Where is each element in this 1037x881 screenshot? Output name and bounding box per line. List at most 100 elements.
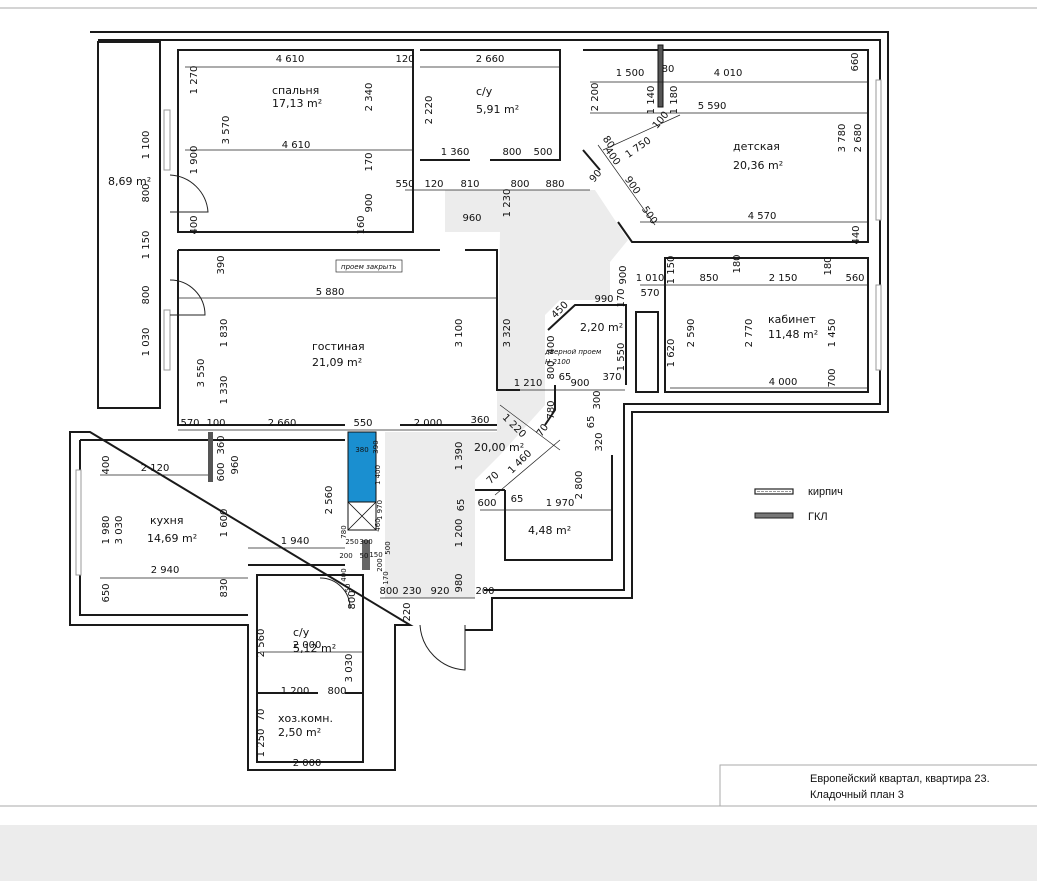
dimension-label: 800 bbox=[546, 360, 557, 379]
dimension-label: 1 620 bbox=[666, 339, 677, 368]
room-area-bathroom-2: 5,12 m² bbox=[293, 642, 336, 655]
dimension-label: 900 bbox=[364, 193, 375, 212]
dimension-label: 200 bbox=[475, 586, 494, 597]
dimension-label: 570 bbox=[180, 418, 199, 429]
dimension-label: 70 bbox=[485, 470, 502, 487]
dimension-label: 4 570 bbox=[748, 211, 777, 222]
dimension-label: 550 bbox=[395, 179, 414, 190]
dimension-label: 810 bbox=[460, 179, 479, 190]
door-entrance bbox=[419, 624, 466, 671]
dimension-label: 360 bbox=[470, 415, 489, 426]
room-area-kitchen: 14,69 m² bbox=[147, 532, 197, 545]
room-labels: спальня 17,13 m² с/у 5,91 m² детская 20,… bbox=[108, 84, 818, 739]
dimension-label: 600 bbox=[477, 498, 496, 509]
dimension-label: 1 940 bbox=[281, 536, 310, 547]
dimension-label: 80 bbox=[662, 64, 675, 75]
dimension-label: 170 bbox=[364, 152, 375, 171]
dimension-label: 360 bbox=[216, 435, 227, 454]
dimension-label: 390 bbox=[216, 255, 227, 274]
footer-bar bbox=[0, 825, 1037, 881]
dimension-label: 3 320 bbox=[502, 319, 513, 348]
dimension-label: 780 bbox=[546, 400, 557, 419]
dimension-label: 390 bbox=[372, 440, 380, 453]
room-area-utility: 4,48 m² bbox=[528, 524, 571, 537]
dimension-label: 560 bbox=[845, 273, 864, 284]
dimension-label: 180 bbox=[732, 254, 743, 273]
dimension-label: 1 010 bbox=[636, 273, 665, 284]
dimension-label: 250 bbox=[345, 538, 358, 546]
room-name-bedroom: спальня bbox=[272, 84, 319, 97]
dimension-label: 65 bbox=[511, 494, 524, 505]
dimension-label: 1 980 bbox=[101, 516, 112, 545]
shaft-cross bbox=[347, 501, 377, 531]
note-box bbox=[335, 259, 403, 273]
dimension-label: 400 bbox=[546, 335, 557, 354]
dimension-label: 2 770 bbox=[744, 319, 755, 348]
balcony bbox=[97, 41, 161, 409]
dimension-label: 990 bbox=[594, 294, 613, 305]
dimension-label: 880 bbox=[545, 179, 564, 190]
dimension-label: 4 610 bbox=[282, 140, 311, 151]
dimension-label: 3 030 bbox=[114, 516, 125, 545]
dimension-label: 160 bbox=[356, 215, 367, 234]
dimension-label: 850 bbox=[699, 273, 718, 284]
door-balcony bbox=[169, 174, 209, 213]
dimension-label: 1 330 bbox=[219, 376, 230, 405]
dimension-label: 1 230 bbox=[502, 189, 513, 218]
dimension-label: 1 500 bbox=[616, 68, 645, 79]
window bbox=[163, 109, 171, 171]
dimension-label: 780 bbox=[340, 525, 348, 538]
dimension-label: 2 590 bbox=[686, 319, 697, 348]
dimension-label: 2 680 bbox=[853, 124, 864, 153]
title-line-1: Европейский квартал, квартира 23. bbox=[810, 773, 990, 785]
dimension-label: 1 200 bbox=[454, 519, 465, 548]
dimension-label: 400 bbox=[189, 215, 200, 234]
dimension-label: 2 220 bbox=[424, 96, 435, 125]
legend-gkl-swatch bbox=[754, 512, 794, 519]
dimension-label: 1 150 bbox=[666, 256, 677, 285]
dimension-label: 2 120 bbox=[141, 463, 170, 474]
dimension-label: 900 bbox=[618, 265, 629, 284]
dimension-label: 1 140 bbox=[646, 86, 657, 115]
dimension-label: 5 590 bbox=[698, 101, 727, 112]
dimension-label: 150 bbox=[369, 551, 382, 559]
dimension-label: 1 400 bbox=[374, 465, 382, 485]
dimension-label: 50 bbox=[344, 584, 352, 593]
dimension-label: 2 000 bbox=[414, 418, 443, 429]
dimension-label: 400 bbox=[602, 146, 622, 168]
dimension-label: 1 250 bbox=[256, 729, 267, 758]
room-utility bbox=[475, 455, 613, 561]
dimension-label: 100 bbox=[206, 418, 225, 429]
dimension-label: 960 bbox=[230, 455, 241, 474]
dimension-label: 800 bbox=[141, 285, 152, 304]
legend-gkl-label: ГКЛ bbox=[808, 511, 828, 523]
dimension-label: 1 180 bbox=[669, 86, 680, 115]
dimension-label: 2 660 bbox=[268, 418, 297, 429]
dimension-label: 700 bbox=[827, 368, 838, 387]
note-close-opening: проем закрыть bbox=[341, 263, 397, 271]
dimension-label: 980 bbox=[454, 573, 465, 592]
door-balcony-2 bbox=[169, 279, 206, 316]
dimension-label: 500 bbox=[533, 147, 552, 158]
dimension-label: 200 bbox=[376, 558, 384, 571]
legend: кирпич ГКЛ bbox=[754, 486, 843, 523]
dimension-label: 170 bbox=[382, 571, 390, 584]
dimension-label: 4 000 bbox=[769, 377, 798, 388]
dimension-label: 2 660 bbox=[476, 54, 505, 65]
window bbox=[163, 309, 171, 371]
room-name-bathroom: с/у bbox=[476, 85, 493, 98]
dimension-label: 120 bbox=[424, 179, 443, 190]
dimension-label: 3 780 bbox=[837, 124, 848, 153]
dimension-label: 3 100 bbox=[454, 319, 465, 348]
outer-wall-inner bbox=[98, 39, 881, 591]
room-name-bathroom-2: с/у bbox=[293, 626, 310, 639]
dimension-label: 960 bbox=[462, 213, 481, 224]
note-door-height: Н 2100 bbox=[545, 358, 571, 366]
dimension-label: 65 bbox=[559, 372, 572, 383]
dimension-label: 370 bbox=[602, 372, 621, 383]
dimension-label: 2 000 bbox=[293, 758, 322, 769]
dimension-label: 570 bbox=[640, 288, 659, 299]
dimension-label: 400 bbox=[101, 455, 112, 474]
dimension-label: 800 bbox=[379, 586, 398, 597]
room-name-cabinet: кабинет bbox=[768, 313, 816, 326]
